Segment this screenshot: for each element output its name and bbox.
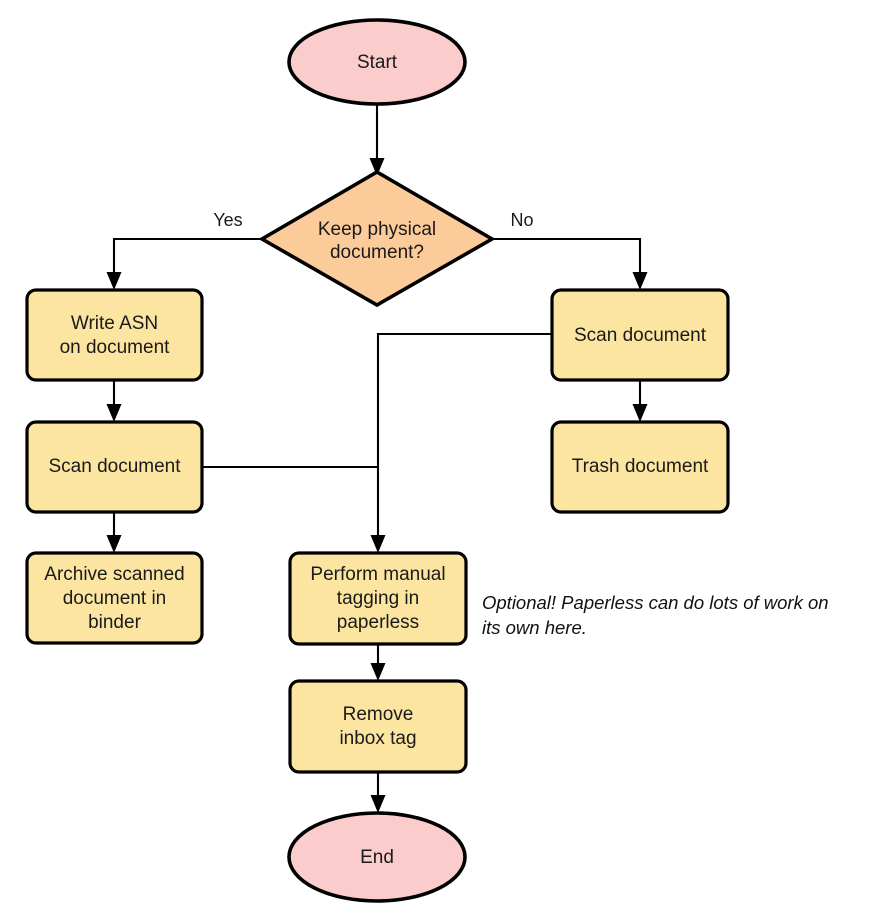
node-remove-inbox-tag[interactable]: Remove inbox tag: [288, 679, 468, 774]
scan-document-right-box-shape: [550, 288, 730, 382]
scan-document-right-label: Scan document: [574, 325, 707, 346]
remove-inbox-label-line2: inbox tag: [339, 728, 416, 749]
write-asn-label-line1: Write ASN: [71, 313, 158, 334]
node-scan-document-left[interactable]: Scan document: [25, 420, 204, 514]
edge-scan-left-to-archive: [106, 512, 122, 553]
edge-start-to-decision: [369, 104, 385, 176]
scan-document-left-box-shape: [25, 420, 204, 514]
edge-decision-no-to-scan-right: [492, 237, 648, 290]
optional-note-line2: its own here.: [482, 617, 587, 638]
node-decision-keep-physical-document[interactable]: Keep physical document?: [258, 169, 496, 308]
node-perform-manual-tagging[interactable]: Perform manual tagging in paperless: [288, 551, 468, 646]
decision-label-line2: document?: [330, 242, 424, 263]
optional-note: Optional! Paperless can do lots of work …: [482, 592, 829, 638]
archive-box-shape: [25, 551, 204, 645]
decision-diamond-shape: [258, 169, 496, 308]
node-archive-scanned-document[interactable]: Archive scanned document in binder: [25, 551, 204, 645]
start-label: Start: [357, 52, 398, 73]
edge-scan-right-to-tagging: [370, 332, 552, 553]
edge-scan-right-to-trash: [632, 380, 648, 422]
edge-decision-yes-to-write-asn: [106, 237, 262, 290]
archive-label-line3: binder: [88, 612, 141, 633]
edge-label-no: No: [510, 210, 533, 230]
optional-note-line1: Optional! Paperless can do lots of work …: [482, 592, 829, 613]
remove-inbox-label-line1: Remove: [343, 704, 414, 725]
node-trash-document[interactable]: Trash document: [550, 420, 730, 514]
archive-label-line2: document in: [63, 588, 167, 609]
edge-label-yes: Yes: [213, 210, 242, 230]
edges-layer: [106, 104, 648, 813]
end-ellipse-shape: [287, 811, 467, 903]
tagging-label-line1: Perform manual: [310, 564, 445, 585]
node-scan-document-right[interactable]: Scan document: [550, 288, 730, 382]
decision-label-line1: Keep physical: [318, 219, 436, 240]
edge-remove-inbox-to-end: [370, 772, 386, 813]
tagging-label-line3: paperless: [337, 612, 419, 633]
end-label: End: [360, 847, 394, 868]
scan-document-left-label: Scan document: [48, 456, 181, 477]
archive-label-line1: Archive scanned: [44, 564, 184, 585]
write-asn-label-line2: on document: [60, 337, 171, 358]
node-write-asn[interactable]: Write ASN on document: [25, 288, 204, 382]
edge-write-asn-to-scan-left: [106, 380, 122, 422]
node-start[interactable]: Start: [287, 18, 467, 106]
write-asn-box-shape: [25, 288, 204, 382]
node-end[interactable]: End: [287, 811, 467, 903]
remove-inbox-box-shape: [288, 679, 468, 774]
trash-document-box-shape: [550, 420, 730, 514]
trash-document-label: Trash document: [572, 456, 709, 477]
start-ellipse-shape: [287, 18, 467, 106]
tagging-label-line2: tagging in: [337, 588, 419, 609]
edge-tagging-to-remove-inbox: [370, 644, 386, 681]
tagging-box-shape: [288, 551, 468, 646]
